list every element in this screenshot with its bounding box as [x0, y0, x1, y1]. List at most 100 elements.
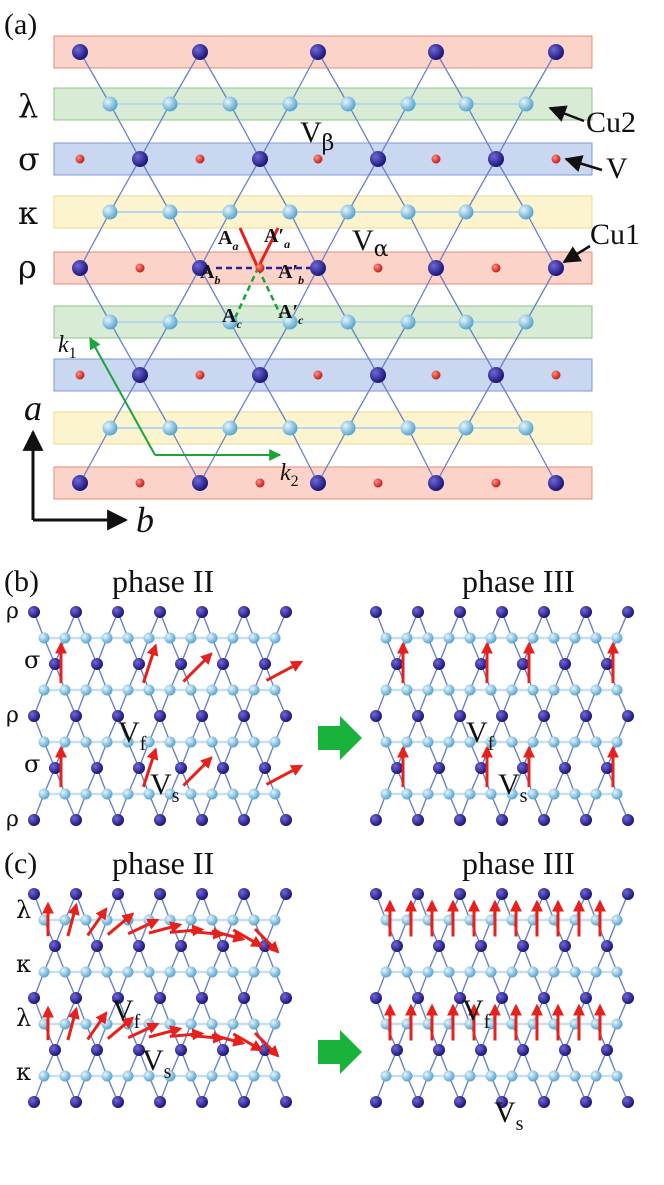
spin-arrow [265, 764, 304, 786]
spin-arrow [86, 907, 108, 937]
cu1-atom [72, 475, 88, 491]
row-label-lambda-2: λ [16, 1004, 31, 1032]
cu2-atom [80, 788, 92, 800]
cu2-atom [527, 736, 539, 748]
cu2-atom [101, 1070, 113, 1082]
cu2-atom [206, 1070, 218, 1082]
cu2-atom [38, 632, 50, 644]
cu2-atom [227, 736, 239, 748]
cu1-atom [132, 367, 148, 383]
transition-arrow-c [318, 1030, 362, 1074]
cu2-atom [485, 736, 497, 748]
bond [435, 267, 467, 323]
cu1-atom [238, 814, 250, 826]
cu2-atom [611, 632, 623, 644]
bond [79, 267, 111, 323]
cu1-atom [154, 606, 166, 618]
cu2-atom [548, 1070, 560, 1082]
cu2-atom [401, 736, 413, 748]
cu2-atom [569, 736, 581, 748]
bond [435, 211, 467, 269]
cu1-atom [475, 1044, 487, 1056]
cu2-atom [222, 420, 238, 436]
cu2-atom [464, 1070, 476, 1082]
cu2-atom [164, 736, 176, 748]
cu2-atom [443, 736, 455, 748]
v-atom [373, 263, 383, 273]
cu1-atom [252, 367, 268, 383]
cu2-atom [222, 314, 238, 330]
cu2-atom [38, 788, 50, 800]
bond [199, 211, 231, 269]
cu1-atom [496, 992, 508, 1004]
cu2-atom [122, 684, 134, 696]
cu1-atom [28, 710, 40, 722]
bond [259, 374, 291, 429]
cu1-atom [412, 606, 424, 618]
cu2-atom [101, 736, 113, 748]
cu2-atom [527, 632, 539, 644]
cu1-atom [154, 888, 166, 900]
cu2-atom [80, 1018, 92, 1030]
label-cu1: Cu1 [590, 218, 640, 251]
cu2-atom [485, 966, 497, 978]
cu2-atom [59, 966, 71, 978]
transition-arrow-b [318, 716, 362, 760]
atoms [370, 606, 634, 826]
cu1-atom [538, 888, 550, 900]
cu1-atom [580, 1096, 592, 1108]
cu2-atom [59, 632, 71, 644]
cu2-atom [101, 1018, 113, 1030]
cu1-atom [488, 367, 504, 383]
label-vs-left: Vs [142, 1044, 172, 1083]
panel-b-tag: (b) [4, 565, 39, 598]
v-atom [75, 370, 85, 380]
svg-text:Aa: Aa [218, 227, 238, 253]
cu2-atom [59, 684, 71, 696]
cu1-atom [370, 1096, 382, 1108]
cu1-atom [433, 658, 445, 670]
bond [79, 427, 111, 484]
panel-a-tag: (a) [4, 8, 37, 41]
cu2-atom [80, 1070, 92, 1082]
spin-arrow [190, 927, 226, 940]
bond [347, 158, 379, 213]
cu2-atom [206, 788, 218, 800]
bond [347, 321, 379, 376]
row-label-kappa-1: κ [16, 950, 31, 978]
bond [317, 211, 349, 269]
cu2-atom [485, 684, 497, 696]
phase-II-lattice [28, 606, 292, 826]
cu1-atom [259, 762, 271, 774]
bond [109, 158, 141, 213]
cu1-atom [538, 992, 550, 1004]
cu1-atom [72, 44, 88, 60]
cu1-atom [433, 940, 445, 952]
cu1-atom [49, 658, 61, 670]
cu2-atom [248, 914, 260, 926]
cu1-atom [370, 888, 382, 900]
spin-arrow [190, 1031, 226, 1044]
cu2-atom [80, 966, 92, 978]
cu2-atom [422, 684, 434, 696]
cu2-atom [122, 1070, 134, 1082]
cu2-atom [80, 736, 92, 748]
cu1-atom [428, 44, 444, 60]
cu1-atom [112, 1096, 124, 1108]
cu2-atom [38, 1070, 50, 1082]
cu2-atom [527, 684, 539, 696]
cu1-atom [559, 658, 571, 670]
cu2-atom [162, 314, 178, 330]
bond [377, 103, 409, 160]
cu1-atom [370, 814, 382, 826]
cu1-atom [559, 940, 571, 952]
svg-text:Ac: Ac [222, 305, 242, 331]
cu1-atom [112, 888, 124, 900]
cu2-atom [269, 1070, 281, 1082]
cu1-atom [112, 606, 124, 618]
spin-arrow [232, 1032, 264, 1052]
bond [229, 103, 261, 160]
cu2-atom [340, 420, 356, 436]
cu2-atom [164, 684, 176, 696]
cu1-atom [154, 1096, 166, 1108]
